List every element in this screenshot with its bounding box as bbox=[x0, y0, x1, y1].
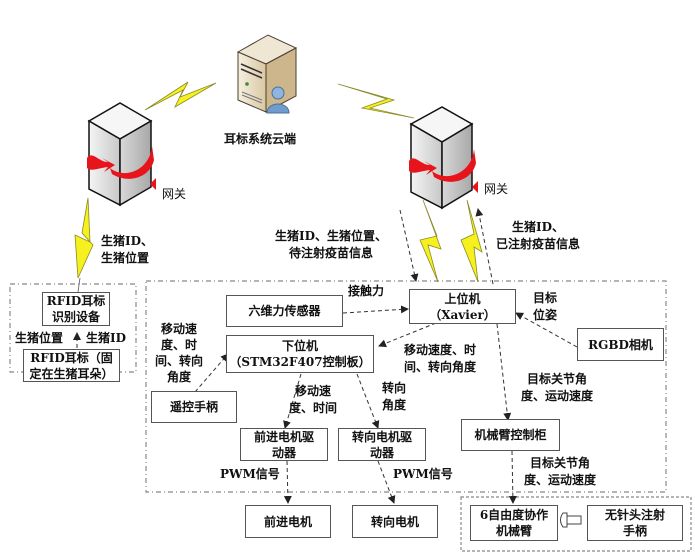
lightning-icon bbox=[144, 81, 217, 111]
arrow-upper-to-gateway bbox=[475, 208, 494, 285]
gateway-icon bbox=[87, 102, 156, 207]
remote-controller-box: 遥控手柄 bbox=[151, 391, 237, 423]
forward-driver-box: 前进电机驱 动器 bbox=[240, 428, 328, 461]
user-icon bbox=[266, 86, 290, 114]
robot-group-border bbox=[145, 280, 667, 493]
arrow-cabinet-to-arm bbox=[508, 450, 517, 504]
contact-force-label: 接触力 bbox=[348, 284, 385, 298]
rfid-uplink-label: 生猪ID、 生猪位置 bbox=[101, 234, 154, 265]
lightning-icon bbox=[337, 83, 415, 119]
turn-driver-label: 转向 角度 bbox=[382, 381, 407, 412]
arm-group-border bbox=[460, 496, 692, 552]
arrow-gateway-to-upper bbox=[399, 209, 419, 282]
gateway-label-left: 网关 bbox=[162, 187, 187, 201]
uplink-label-right: 生猪ID、 已注射疫苗信息 bbox=[496, 220, 581, 251]
arrow-upper-to-lower bbox=[378, 322, 437, 348]
rfid-tag-box: RFID耳标（固 定在生猪耳朵） bbox=[23, 349, 120, 382]
arrow-force-to-upper bbox=[342, 305, 409, 314]
cloud-label: 耳标系统云端 bbox=[224, 132, 297, 146]
rfid-id-label: 生猪ID bbox=[86, 331, 127, 345]
arrow-lower-to-turn-driver bbox=[356, 373, 380, 429]
rfid-reader-box: RFID耳标 识别设备 bbox=[42, 292, 110, 326]
turn-motor-box: 转向电机 bbox=[352, 505, 438, 538]
cloud-server-icon bbox=[236, 34, 298, 114]
arm-cabinet-box: 机械臂控制柜 bbox=[461, 419, 560, 451]
lightning-icon bbox=[419, 199, 442, 283]
upper-to-lower-label: 移动速度、时 间、转向角度 bbox=[404, 343, 477, 374]
arrow-camera-to-upper bbox=[515, 312, 578, 348]
bolt-connector-icon bbox=[560, 512, 582, 528]
arm-output-label: 目标关节角 度、运动速度 bbox=[524, 456, 597, 487]
target-pose-label: 目标 位姿 bbox=[533, 291, 558, 322]
rgbd-camera-box: RGBD相机 bbox=[577, 328, 664, 361]
arrow-lower-to-forward-driver bbox=[283, 373, 302, 429]
lower-computer-box: 下位机 （STM32F407控制板） bbox=[226, 335, 374, 373]
robot-arm-box: 6自由度协作 机械臂 bbox=[470, 505, 558, 541]
turn-driver-box: 转向电机驱 动器 bbox=[338, 428, 426, 461]
gateway-icon bbox=[409, 106, 478, 210]
forward-motor-box: 前进电机 bbox=[245, 505, 331, 538]
arrow-remote-to-lower bbox=[194, 353, 229, 393]
arrow-driver-to-turn-motor bbox=[377, 460, 396, 504]
rfid-position-label: 生猪位置 bbox=[15, 331, 64, 345]
arrow-driver-to-forward-motor bbox=[283, 460, 292, 504]
downlink-label: 生猪ID、生猪位置、 待注射疫苗信息 bbox=[275, 229, 388, 260]
upper-computer-box: 上位机 （Xavier） bbox=[409, 289, 516, 324]
pwm-label-turn: PWM信号 bbox=[393, 467, 453, 481]
forward-driver-label: 移动速 度、时间 bbox=[289, 384, 338, 415]
gateway-label-right: 网关 bbox=[484, 182, 509, 196]
injector-box: 无针头注射 手柄 bbox=[587, 505, 683, 541]
remote-command-label: 移动速 度、时 间、转向 角度 bbox=[155, 322, 204, 384]
force-sensor-box: 六维力传感器 bbox=[226, 295, 343, 327]
lightning-icon bbox=[460, 199, 483, 283]
arm-cabinet-input-label: 目标关节角 度、运动速度 bbox=[521, 372, 594, 403]
lightning-icon bbox=[74, 197, 94, 293]
pwm-label-forward: PWM信号 bbox=[220, 467, 280, 481]
arrow-upper-to-cabinet bbox=[496, 323, 512, 421]
